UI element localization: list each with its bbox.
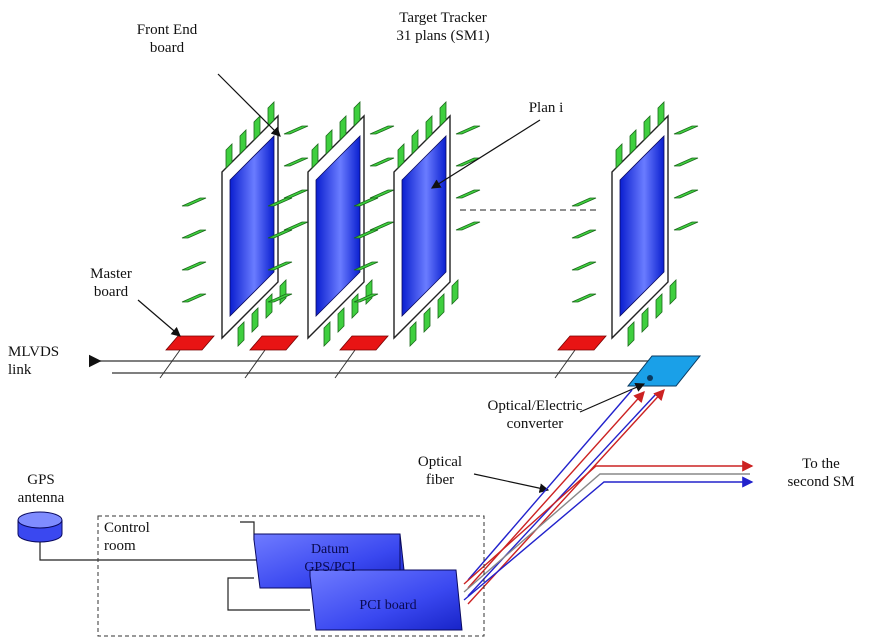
front-end-leader <box>217 73 281 137</box>
front-end-label-2: board <box>149 40 185 56</box>
control-room-label-2: room <box>104 538 136 554</box>
gps-label-1: GPS <box>27 472 55 488</box>
mlvds-label-1: MLVDS <box>8 344 60 360</box>
datation-board-label-2: GPS/PCI <box>304 560 356 575</box>
plan-i-label: Plan i <box>528 100 564 116</box>
master-board-connectors <box>159 349 576 379</box>
gps-cable <box>39 542 258 561</box>
master-boards <box>165 335 607 351</box>
fiber-label-2: fiber <box>425 472 455 488</box>
tracker-plane-2 <box>268 102 394 346</box>
second-sm-label-2: second SM <box>787 474 855 490</box>
tracker-plane-1 <box>182 102 308 346</box>
master-board-leader <box>137 299 181 337</box>
plan-i-leader <box>430 119 541 189</box>
converter-leader <box>579 382 646 413</box>
master-board-2 <box>249 335 299 351</box>
title-line-2: 31 plans (SM1) <box>396 28 490 44</box>
tracker-plane-3 <box>354 102 480 346</box>
gps-antenna <box>17 511 63 543</box>
tracker-plane-31 <box>572 102 698 346</box>
datation-board-label-1: Datum <box>310 542 350 557</box>
gps-label-2: antenna <box>17 490 65 506</box>
optical-electric-converter <box>626 355 702 387</box>
front-end-label-1: Front End <box>136 22 198 38</box>
control-room-label-1: Control <box>104 520 150 536</box>
master-board-3 <box>339 335 389 351</box>
title-line-1: Target Tracker <box>399 10 487 26</box>
converter-label-1: Optical/Electric <box>487 398 583 414</box>
master-board-label-2: board <box>93 284 129 300</box>
pci-board <box>309 569 463 631</box>
fiber-label-1: Optical <box>417 454 463 470</box>
fibers-to-second-sm <box>463 460 754 601</box>
master-board-4 <box>557 335 607 351</box>
converter-label-2: converter <box>506 416 564 432</box>
master-board-label-1: Master <box>90 266 132 282</box>
pci-board-label: PCI board <box>359 598 417 613</box>
master-board-1 <box>165 335 215 351</box>
control-room-box <box>97 515 485 637</box>
optical-fibers <box>467 388 665 605</box>
mlvds-label-2: link <box>8 362 32 378</box>
fiber-leader <box>473 473 550 493</box>
second-sm-label-1: To the <box>802 456 840 472</box>
board-link-cable <box>227 577 310 611</box>
datation-cable <box>240 521 255 540</box>
